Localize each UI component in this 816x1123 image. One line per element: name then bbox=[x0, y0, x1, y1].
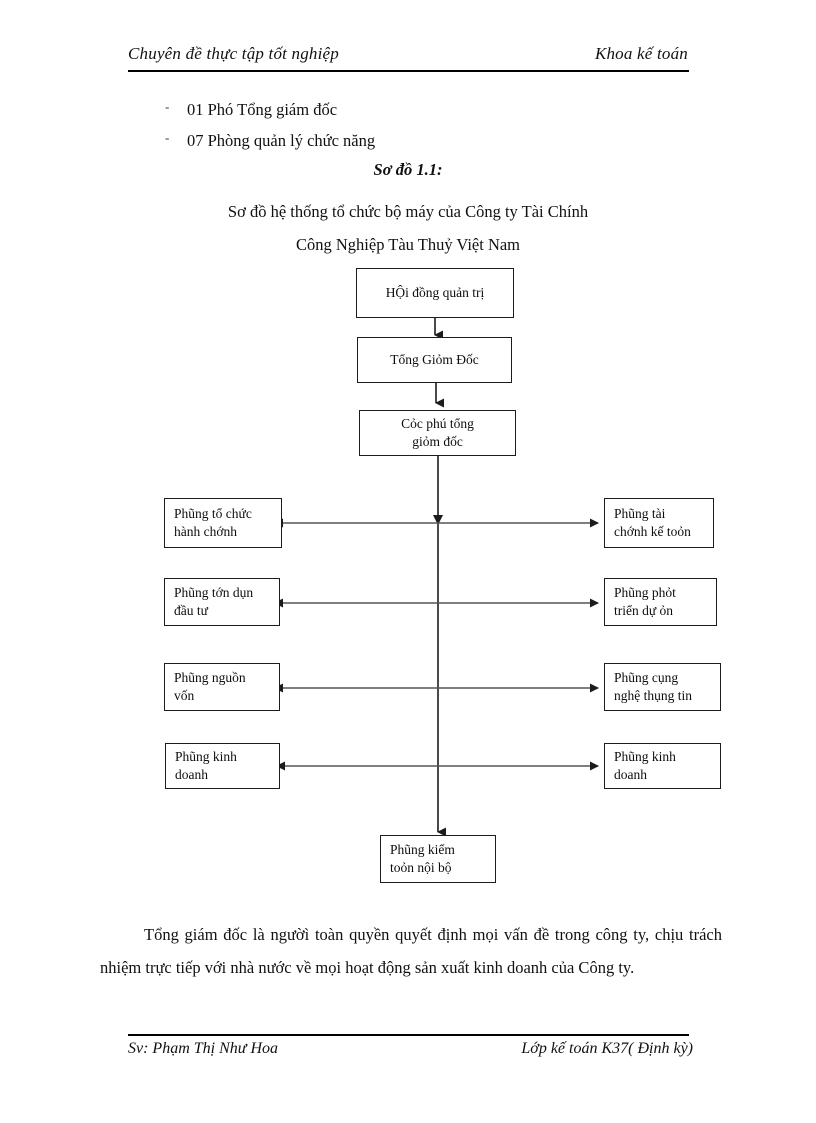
dash-bullet-icon: - bbox=[165, 99, 170, 114]
figure-title-line-1: Sơ đồ hệ thống tổ chức bộ máy của Công t… bbox=[227, 202, 589, 221]
node-phong-nguon-von: Phũng nguồn vốn bbox=[164, 663, 280, 711]
node-phong-to-chuc-hanh-chinh: Phũng tổ chức hành chớnh bbox=[164, 498, 282, 548]
node-label-line-2: triển dự ỏn bbox=[614, 603, 674, 618]
figure-caption: Sơ đồ 1.1: bbox=[373, 160, 443, 179]
node-label-line-1: Phũng kinh bbox=[614, 749, 676, 764]
node-label-line-1: Phũng phỏt bbox=[614, 585, 676, 600]
figure-title: Sơ đồ hệ thống tổ chức bộ máy của Công t… bbox=[148, 195, 668, 261]
bulleted-list: - 01 Phó Tổng giám đốc - 07 Phòng quản l… bbox=[165, 94, 645, 156]
footer-right-text: Lớp kế toán K37( Định kỳ) bbox=[521, 1040, 693, 1057]
node-label-line-2: giỏm đốc bbox=[412, 434, 463, 449]
node-label-line-1: Phũng cụng bbox=[614, 670, 679, 685]
node-phong-phat-trien-du-an: Phũng phỏt triển dự ỏn bbox=[604, 578, 717, 626]
node-label-line-1: Phũng tớn dụn bbox=[174, 585, 254, 600]
list-item: - 01 Phó Tổng giám đốc bbox=[165, 94, 645, 125]
header-rule bbox=[128, 70, 689, 72]
node-label-line-2: đầu tư bbox=[174, 603, 208, 618]
node-label-line-1: Phũng tổ chức bbox=[174, 506, 252, 521]
node-tong-giam-doc: Tổng Giỏm Đốc bbox=[357, 337, 512, 383]
node-phong-tai-chinh-ke-toan: Phũng tài chớnh kế toỏn bbox=[604, 498, 714, 548]
figure-title-line-2: Công Nghiệp Tàu Thuỷ Việt Nam bbox=[295, 235, 521, 254]
node-hoi-dong-quan-tri: HỘi đồng quản trị bbox=[356, 268, 514, 318]
node-label-line-1: Phũng tài bbox=[614, 506, 666, 521]
node-phong-kinh-doanh-right: Phũng kinh doanh bbox=[604, 743, 721, 789]
node-phong-kiem-toan-noi-bo: Phũng kiểm toỏn nội bộ bbox=[380, 835, 496, 883]
node-cac-pho-tong-giam-doc: Cỏc phú tổng giỏm đốc bbox=[359, 410, 516, 456]
node-label-line-2: hành chớnh bbox=[174, 524, 237, 539]
node-label-line-2: doanh bbox=[175, 767, 208, 782]
running-header: Chuyên đề thực tập tốt nghiệp Khoa kế to… bbox=[128, 44, 688, 64]
node-label-line-2: chớnh kế toỏn bbox=[614, 524, 691, 539]
list-item-label: 01 Phó Tổng giám đốc bbox=[187, 100, 338, 119]
node-label: HỘi đồng quản trị bbox=[385, 285, 485, 300]
node-phong-kinh-doanh-left: Phũng kinh doanh bbox=[165, 743, 280, 789]
dash-bullet-icon: - bbox=[165, 130, 170, 145]
header-right-text: Khoa kế toán bbox=[594, 44, 688, 63]
node-label: Tổng Giỏm Đốc bbox=[390, 352, 479, 367]
node-label-line-1: Phũng kiểm bbox=[390, 842, 455, 857]
node-phong-cong-nghe-thong-tin: Phũng cụng nghệ thụng tin bbox=[604, 663, 721, 711]
footer-left-text: Sv: Phạm Thị Như Hoa bbox=[128, 1040, 279, 1057]
node-label-line-1: Phũng kinh bbox=[175, 749, 237, 764]
node-label-line-1: Cỏc phú tổng bbox=[401, 416, 474, 431]
node-phong-tin-dung-dau-tu: Phũng tớn dụn đầu tư bbox=[164, 578, 280, 626]
node-label-line-2: toỏn nội bộ bbox=[390, 860, 452, 875]
node-label-line-2: nghệ thụng tin bbox=[614, 688, 692, 703]
node-label-line-2: vốn bbox=[174, 688, 195, 703]
list-item-label: 07 Phòng quản lý chức năng bbox=[187, 131, 376, 150]
spine-midpoint-arrowhead bbox=[433, 515, 443, 525]
footer-rule bbox=[128, 1034, 689, 1036]
running-footer: Sv: Phạm Thị Như Hoa Lớp kế toán K37( Đị… bbox=[128, 1040, 693, 1058]
list-item: - 07 Phòng quản lý chức năng bbox=[165, 125, 645, 156]
body-paragraph: Tổng giám đốc là ngườì toàn quyền quyết … bbox=[100, 925, 722, 977]
header-left-text: Chuyên đề thực tập tốt nghiệp bbox=[128, 44, 340, 63]
node-label-line-1: Phũng nguồn bbox=[174, 670, 246, 685]
node-label-line-2: doanh bbox=[614, 767, 647, 782]
